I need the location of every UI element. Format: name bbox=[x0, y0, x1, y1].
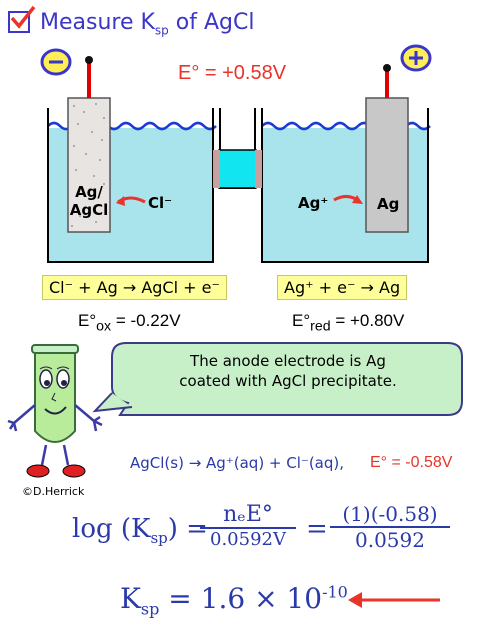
oxidation-half-reaction: Cl⁻ + Ag → AgCl + e⁻ bbox=[42, 275, 227, 300]
speech-bubble bbox=[111, 342, 463, 416]
cathode-label: Ag bbox=[377, 195, 400, 213]
overall-reaction: AgCl(s) → Ag⁺(aq) + Cl⁻(aq), bbox=[130, 454, 345, 472]
anode-electrode bbox=[67, 97, 111, 233]
anode-terminal bbox=[85, 56, 93, 64]
salt-bridge-plug bbox=[218, 149, 257, 189]
anode-speckles bbox=[71, 103, 105, 227]
fraction-two: (1)(-0.58) 0.0592 bbox=[330, 502, 450, 552]
log-ksp-lhs: log (Ksp) = bbox=[72, 514, 208, 548]
fraction-one: nₑE° 0.0592V bbox=[200, 502, 296, 550]
galvanic-cell-diagram bbox=[40, 44, 432, 263]
test-tube-character-icon bbox=[7, 344, 103, 478]
chloride-ion-label: Cl⁻ bbox=[148, 194, 173, 212]
reduction-potential: E°red = +0.80V bbox=[292, 311, 405, 335]
check-icon bbox=[10, 5, 36, 29]
ksp-result: Ksp = 1.6 × 10-10 bbox=[120, 582, 348, 619]
bridge-left-end bbox=[213, 150, 220, 188]
equals-two: = bbox=[306, 514, 328, 544]
bridge-right-end bbox=[255, 150, 262, 188]
result-arrow-icon bbox=[348, 592, 440, 608]
page-title: Measure Ksp of AgCl bbox=[40, 10, 255, 38]
overall-potential: E° = -0.58V bbox=[370, 454, 453, 471]
oxidation-potential: E°ox = -0.22V bbox=[78, 311, 181, 335]
silver-ion-label: Ag⁺ bbox=[298, 194, 329, 212]
speech-bubble-tail bbox=[92, 392, 133, 413]
anode-label: Ag/AgCl bbox=[69, 183, 109, 219]
cathode-electrode bbox=[365, 97, 409, 233]
reduction-half-reaction: Ag⁺ + e⁻ → Ag bbox=[277, 275, 408, 300]
cathode-terminal bbox=[383, 64, 391, 72]
cell-potential: E° = +0.58V bbox=[178, 62, 287, 84]
cartoon-area bbox=[7, 342, 463, 478]
credit: ©D.Herrick bbox=[22, 485, 85, 498]
